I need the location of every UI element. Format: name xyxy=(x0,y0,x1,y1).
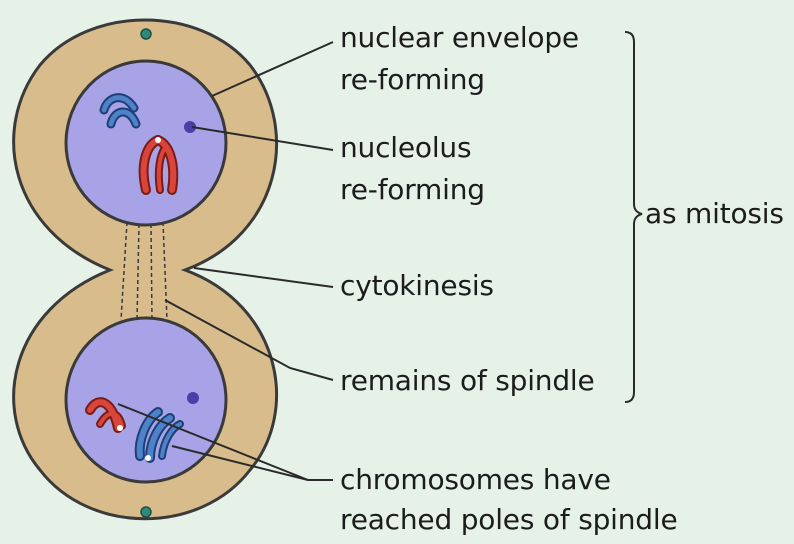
label-remains-of-spindle: remains of spindle xyxy=(340,361,595,401)
label-cytokinesis: cytokinesis xyxy=(340,266,494,306)
lower-nucleolus xyxy=(187,392,199,404)
label-nucleolus-line1: nucleolus xyxy=(340,128,471,168)
upper-centriole xyxy=(141,29,151,39)
label-chromosomes-line1: chromosomes have xyxy=(340,460,611,500)
upper-red-chromosome xyxy=(144,137,174,190)
label-nuclear-envelope-line1: nuclear envelope xyxy=(340,18,579,58)
label-nucleolus-line2: re-forming xyxy=(340,170,485,210)
lower-centriole xyxy=(141,507,151,517)
label-nuclear-envelope-line2: re-forming xyxy=(340,60,485,100)
label-chromosomes-line2: reached poles of spindle xyxy=(340,500,677,540)
label-as-mitosis: as mitosis xyxy=(645,194,784,234)
bracket-brace xyxy=(625,32,642,402)
upper-nucleus xyxy=(66,61,226,225)
